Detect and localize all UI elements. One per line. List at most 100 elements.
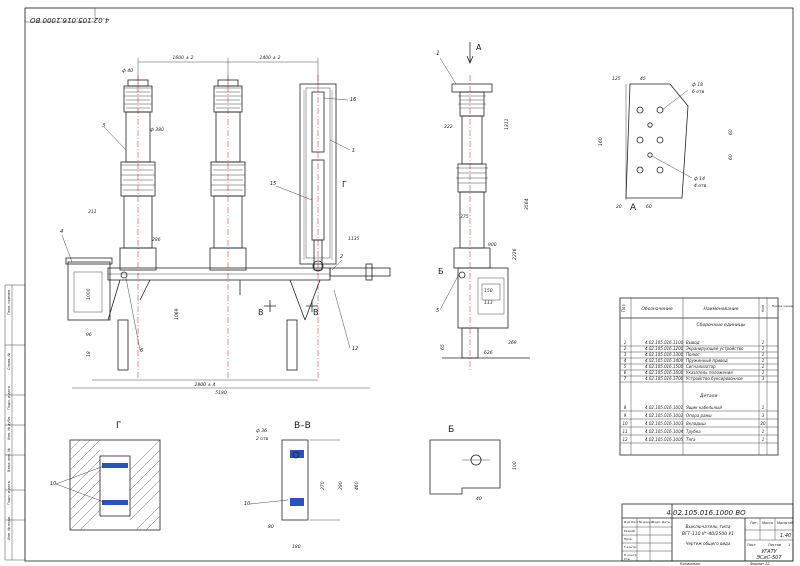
dim-96: 96 xyxy=(86,332,92,338)
spec-name: Сигнализатор xyxy=(686,364,716,369)
spec-qty: 1 xyxy=(762,352,765,357)
dim-60-right2: 60 xyxy=(728,154,734,160)
callout-12: 15 xyxy=(270,181,276,187)
spec-designation: 4.02.105.016.1300 xyxy=(645,352,684,357)
tb-row-0: Изм Лист xyxy=(624,520,639,524)
tb-row-8: Утв. xyxy=(624,557,630,561)
spec-h-note: Приме-чание xyxy=(772,304,793,308)
view-BB-title: В–В xyxy=(294,421,311,431)
spec-name: Экранирующее устройство xyxy=(685,346,744,351)
spec-name: Вывод xyxy=(686,340,700,345)
dim-80: 80 xyxy=(268,524,274,530)
dim-900: 900 xyxy=(488,242,497,248)
marker-G: Г xyxy=(342,180,347,189)
dim-phi36: ф 36 xyxy=(256,428,267,434)
spec-designation: 4.02.105.016.1002 xyxy=(645,413,684,418)
sheet-label: Лист xyxy=(747,543,756,547)
dim-311: 311 xyxy=(88,209,97,215)
spec-name: Указатель положения xyxy=(686,370,733,375)
dim-60-bottom: 60 xyxy=(646,204,652,210)
dim-phi14: ф 14 xyxy=(694,176,705,182)
dim-1135: 1135 xyxy=(348,236,360,242)
dim-60-right: 60 xyxy=(728,129,734,135)
view-Bsec-title: Б xyxy=(448,425,454,435)
dim-phi40: ф 40 xyxy=(122,68,133,74)
spec-qty: 1 xyxy=(762,429,765,434)
dim-1400: 1400 ± 2 xyxy=(260,55,281,61)
spec-designation: 4.02.105.016.1500 xyxy=(645,364,684,369)
spec-pos: 6 xyxy=(624,370,627,375)
org-line-1: УГАТУ xyxy=(761,549,777,555)
spec-qty: 3 xyxy=(762,376,765,381)
spec-qty: 1 xyxy=(762,340,765,345)
spec-name: Трубка xyxy=(686,429,701,434)
spec-name: Пружинный привод xyxy=(686,358,728,363)
pole-2 xyxy=(209,75,247,380)
spec-section-parts: Детали xyxy=(699,393,718,399)
spec-name: Полюс xyxy=(686,352,700,357)
rotated-number-box xyxy=(24,7,96,23)
spec-designation: 4.02.105.016.1200 xyxy=(645,346,684,351)
spec-qty: 1 xyxy=(762,437,765,442)
strip-label-6: Подп. и дата xyxy=(7,481,11,505)
tb-row-4: Разраб. xyxy=(624,529,636,533)
spec-name: Тяга xyxy=(686,437,696,442)
dim-65: 65 xyxy=(440,344,446,350)
spec-designation: 4.02.105.016.1004 xyxy=(645,429,684,434)
col-lit: Лит. xyxy=(750,521,758,525)
pole-1 xyxy=(119,75,157,380)
strip-label-3: Подп. и дата xyxy=(7,386,11,410)
col-scale: Масштаб xyxy=(777,521,794,525)
spec-h-pos: Поз xyxy=(621,304,626,312)
callout-6: 6 xyxy=(140,348,143,354)
title-name-2: ВГТ-110 II*-40/2500 У1 xyxy=(682,531,734,537)
strip-label-5: Взам. инв. № xyxy=(7,448,11,472)
dim-100: 100 xyxy=(512,461,518,470)
spec-qty: 3 xyxy=(762,413,765,418)
dim-3564: 3564 xyxy=(524,198,530,210)
marker-Bsec: Б xyxy=(438,267,444,276)
dim-1069: 1069 xyxy=(174,308,180,320)
dim-5180: 5180 xyxy=(215,390,227,396)
spec-pos: 7 xyxy=(624,376,627,381)
holes-6: 6 отв xyxy=(692,89,705,95)
spec-designation: 4.02.105.016.1005 xyxy=(645,437,684,442)
strip-label-2: Справ. № xyxy=(7,353,11,370)
drawing-frame xyxy=(24,7,794,562)
spec-pos: 8 xyxy=(624,405,627,410)
dim-2800: 2800 ± 4 xyxy=(195,382,216,388)
spec-name: Опора рамы xyxy=(686,413,712,418)
strip-label-4: Инв. № дубл. xyxy=(7,416,11,440)
spec-pos: 3 xyxy=(624,352,627,357)
title-block: 4.02.105.016.1000 ВО Выключатель типа ВГ… xyxy=(621,503,794,566)
spec-pos: 12 xyxy=(622,437,628,442)
dim-180: 180 xyxy=(292,544,301,550)
callout-5: 5 xyxy=(436,308,439,314)
spec-table: Поз Обозначение Наименование Кол Приме-ч… xyxy=(619,297,793,456)
callout-1-side: 1 xyxy=(436,50,440,57)
col-mass: Масса xyxy=(762,521,773,525)
spec-pos: 1 xyxy=(624,340,627,345)
tb-row-6: Т.контр. xyxy=(623,545,637,549)
spec-designation: 4.02.105.016.1400 xyxy=(645,358,684,363)
strip-label-7: Инв. № подл. xyxy=(7,516,11,540)
view-BB: В–В ф 36 2 отв 270 290 460 80 180 10 xyxy=(244,421,360,550)
spec-pos: 2 xyxy=(624,346,627,351)
callout-10-BB: 10 xyxy=(244,501,250,507)
dim-150: 150 xyxy=(484,288,493,294)
tb-row-1: № докум. xyxy=(639,520,654,524)
spec-designation: 4.02.105.016.1700 xyxy=(645,376,684,381)
spec-section-units: Сборочные единицы xyxy=(697,322,746,328)
org-line-2: ЭСиС-507 xyxy=(755,555,782,561)
dim-1311: 1311 xyxy=(504,118,510,130)
dim-160: 160 xyxy=(598,137,604,146)
spec-designation: 4.02.105.016.1001 xyxy=(645,405,683,410)
pipe xyxy=(329,267,391,277)
tb-row-7: Н.контр. xyxy=(624,553,637,557)
dim-460: 460 xyxy=(354,481,360,490)
dim-45: 45 xyxy=(640,76,646,82)
tb-row-5: Пров. xyxy=(624,537,633,541)
spec-pos: 11 xyxy=(622,429,627,434)
spec-h-qty: Кол xyxy=(761,305,765,312)
